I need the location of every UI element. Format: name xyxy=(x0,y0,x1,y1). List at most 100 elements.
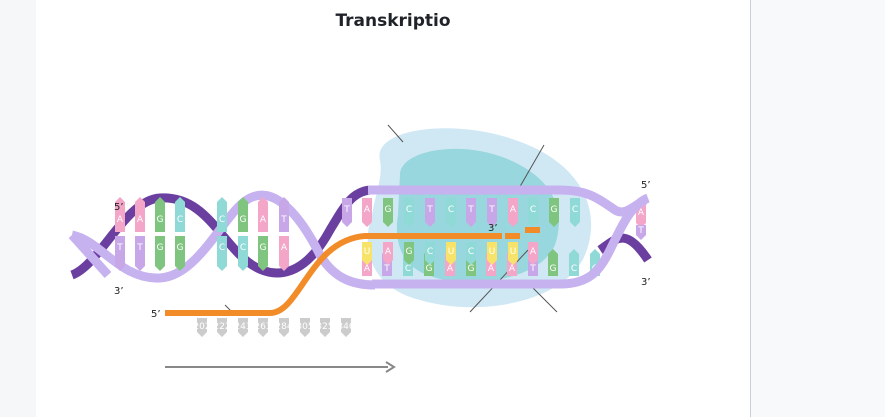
base-C-tip xyxy=(425,260,435,265)
base-222-bar xyxy=(217,318,227,332)
base-A-tip xyxy=(508,222,518,227)
base-243-letter: 243 xyxy=(234,322,251,332)
base-C-bar xyxy=(217,202,227,232)
base-346-tip xyxy=(341,332,351,337)
base-U-tip xyxy=(508,260,518,265)
base-A-bar xyxy=(528,242,538,260)
rna-5prime-label: 5’ xyxy=(151,309,161,320)
base-T-tip xyxy=(487,222,497,227)
page-title: Transkriptio xyxy=(335,11,451,31)
rna-3prime-label: 3’ xyxy=(488,223,498,234)
base-U-letter: U xyxy=(364,247,371,257)
base-T-tip xyxy=(636,235,646,240)
base-C-letter: C xyxy=(571,264,577,274)
base-A-bar xyxy=(115,202,125,232)
base-G-tip xyxy=(258,266,268,271)
base-C-tip xyxy=(238,266,248,271)
pointer-line-4 xyxy=(529,284,558,313)
base-T-bar xyxy=(115,236,125,266)
base-T-tip xyxy=(279,197,289,202)
base-G-tip xyxy=(155,266,165,271)
dna-right-twist-backbone xyxy=(597,233,652,263)
base-G-letter: G xyxy=(468,264,475,274)
base-U-letter: U xyxy=(510,247,517,257)
dna-template-strand-backbone xyxy=(372,193,651,289)
base-284-letter: 284 xyxy=(275,322,292,332)
base-T-letter: T xyxy=(467,205,474,215)
base-T-bar xyxy=(279,202,289,232)
dna-left-end-backbone xyxy=(68,231,112,279)
direction-arrow-head xyxy=(385,361,396,373)
base-305-bar xyxy=(300,318,310,332)
base-U-bar xyxy=(362,242,372,260)
base-T-bar xyxy=(382,254,392,276)
base-T-letter: T xyxy=(136,243,143,253)
base-G-bar xyxy=(155,236,165,266)
base-263-tip xyxy=(258,332,268,337)
base-A-tip xyxy=(528,260,538,265)
rna-strand xyxy=(165,233,502,316)
base-G-tip xyxy=(548,249,558,254)
base-G-bar xyxy=(238,202,248,232)
base-G-tip xyxy=(549,222,559,227)
base-A-tip xyxy=(362,222,372,227)
base-T-letter: T xyxy=(637,226,644,236)
base-T-bar xyxy=(466,198,476,222)
base-C-tip xyxy=(590,249,600,254)
base-A-bar xyxy=(486,254,496,276)
base-G-bar xyxy=(258,236,268,266)
base-263-bar xyxy=(258,318,268,332)
base-A-letter: A xyxy=(509,264,516,274)
base-222-letter: 222 xyxy=(213,322,230,332)
base-C-letter: C xyxy=(572,205,578,215)
base-C-tip xyxy=(217,266,227,271)
base-C-letter: C xyxy=(468,247,474,257)
base-C-letter: C xyxy=(240,243,246,253)
pointer-line-2 xyxy=(517,144,545,191)
rna-polymerase-inner xyxy=(396,148,559,283)
base-A-letter: A xyxy=(530,247,537,257)
base-A-tip xyxy=(135,197,145,202)
base-A-letter: A xyxy=(137,215,144,225)
base-C-letter: C xyxy=(406,205,412,215)
base-A-tip xyxy=(279,266,289,271)
base-T-bar xyxy=(135,236,145,266)
base-G-letter: G xyxy=(177,243,184,253)
base-T-letter: T xyxy=(383,264,390,274)
base-A-bar xyxy=(445,254,455,276)
base-C-tip xyxy=(217,197,227,202)
base-G-tip xyxy=(383,222,393,227)
base-T-letter: T xyxy=(488,205,495,215)
base-U-tip xyxy=(446,260,456,265)
base-A-letter: A xyxy=(364,205,371,215)
base-C-bar xyxy=(570,198,580,222)
base-A-letter: A xyxy=(385,247,392,257)
base-T-bar xyxy=(342,198,352,222)
dna-right-top-label: 5’ xyxy=(641,180,651,191)
base-243-bar xyxy=(238,318,248,332)
base-G-tip xyxy=(175,266,185,271)
base-T-bar xyxy=(487,198,497,222)
base-346-letter: 346 xyxy=(337,322,354,332)
base-C-bar xyxy=(404,198,414,222)
base-C-bar xyxy=(466,242,476,260)
base-U-bar xyxy=(487,242,497,260)
base-T-letter: T xyxy=(280,215,287,225)
base-U-bar xyxy=(446,242,456,260)
base-325-tip xyxy=(320,332,330,337)
base-U-bar xyxy=(508,242,518,260)
base-G-bar xyxy=(424,254,434,276)
base-A-letter: A xyxy=(364,264,371,274)
base-G-bar xyxy=(549,198,559,222)
base-G-bar xyxy=(404,242,414,260)
base-T-tip xyxy=(115,266,125,271)
base-G-bar xyxy=(548,254,558,276)
base-C-letter: C xyxy=(530,205,536,215)
base-202-letter: 202 xyxy=(193,322,210,332)
base-U-tip xyxy=(487,260,497,265)
base-A-letter: A xyxy=(281,243,288,253)
base-A-letter: A xyxy=(260,215,267,225)
base-A-bar xyxy=(258,202,268,232)
